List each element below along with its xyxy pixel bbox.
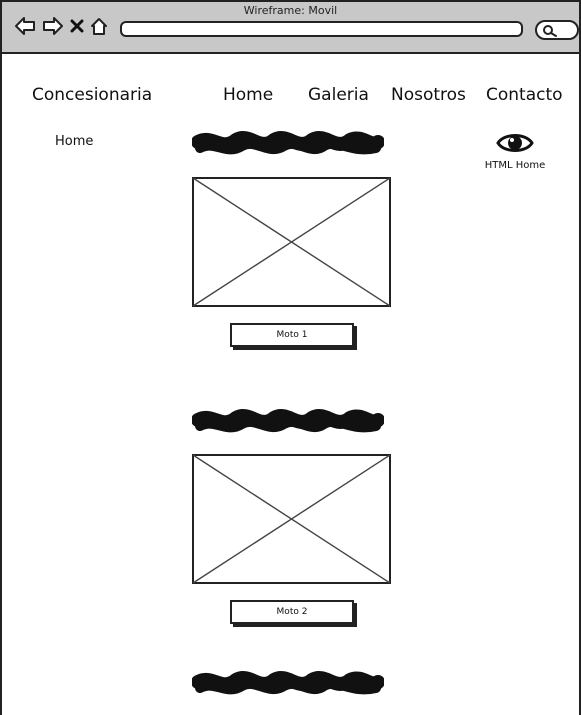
back-icon[interactable] [14,16,36,36]
search-icon [543,25,557,37]
moto-1-button[interactable]: Moto 1 [230,323,354,347]
browser-nav-icons [14,16,108,36]
nav-link-contacto[interactable]: Contacto [486,85,563,105]
nav-link-galeria[interactable]: Galeria [308,85,369,105]
nav-link-home[interactable]: Home [223,85,274,105]
html-home-label: HTML Home [484,160,546,171]
brand-title: Concesionaria [32,85,153,105]
close-icon[interactable] [70,17,84,35]
html-home-link[interactable]: HTML Home [482,130,548,171]
search-button[interactable] [535,20,579,40]
image-placeholder [192,177,391,307]
page-frame: Concesionaria Home Galeria Nosotros Cont… [0,54,581,715]
chrome-divider [0,52,581,54]
moto-2-button[interactable]: Moto 2 [230,600,354,624]
eye-icon [496,134,534,152]
scribble-heading [192,131,384,155]
browser-chrome: Wireframe: Movil [0,0,581,52]
address-bar[interactable] [120,21,523,37]
scribble-heading [192,671,384,695]
image-placeholder [192,454,391,584]
forward-icon[interactable] [42,16,64,36]
window-title: Wireframe: Movil [243,4,338,17]
breadcrumb: Home [55,134,94,149]
home-icon[interactable] [90,16,108,36]
scribble-heading [192,409,384,433]
nav-link-nosotros[interactable]: Nosotros [391,85,466,105]
